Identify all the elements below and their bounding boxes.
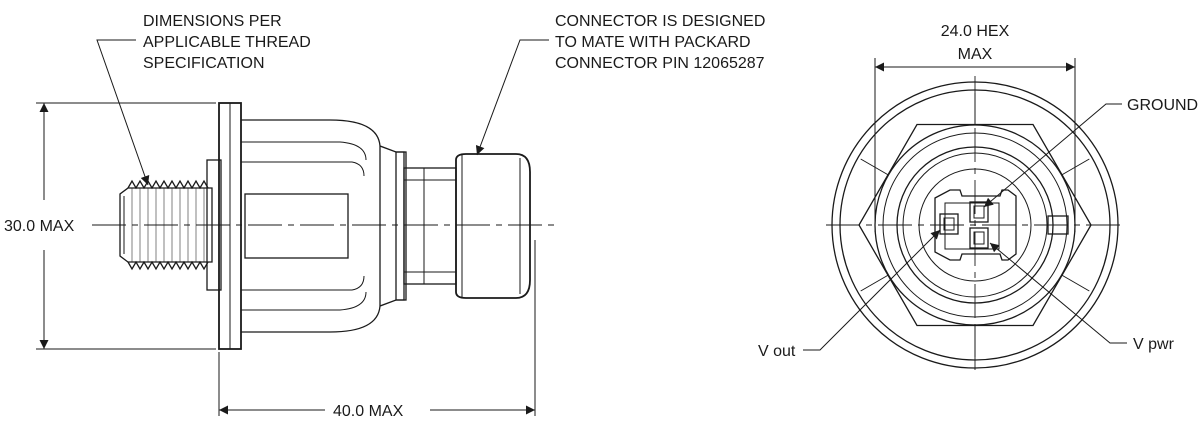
pin-vpwr [969, 227, 989, 249]
pin-ground [969, 201, 989, 223]
vpwr-label: V pwr [1133, 336, 1175, 353]
connector-leader [475, 39, 549, 156]
connector-note-line-2: TO MATE WITH PACKARD [555, 34, 751, 51]
thread-note-line-3: SPECIFICATION [143, 55, 265, 72]
connector-note-line-3: CONNECTOR PIN 12065287 [555, 55, 765, 72]
length-dimension: 40.0 MAX [333, 403, 404, 420]
vpwr-leader [989, 242, 1127, 344]
connector-note-line-1: CONNECTOR IS DESIGNED [555, 13, 765, 30]
side-view: DIMENSIONS PER APPLICABLE THREAD SPECIFI… [4, 13, 765, 420]
end-view: 24.0 HEX MAX [758, 23, 1198, 374]
vout-label: V out [758, 343, 796, 360]
thread-note-line-2: APPLICABLE THREAD [143, 34, 311, 51]
thread-note-line-1: DIMENSIONS PER [143, 13, 282, 30]
hex-dimension-line-1: 24.0 HEX [941, 23, 1010, 40]
ground-leader [983, 103, 1122, 208]
height-dimension: 30.0 MAX [4, 218, 75, 235]
socket-cavity [944, 202, 1000, 250]
pin-vout [939, 213, 959, 235]
vout-leader [803, 229, 941, 351]
thread-leader [96, 39, 150, 186]
hex-dimension-line-2: MAX [958, 46, 993, 63]
ground-label: GROUND [1127, 97, 1198, 114]
socket-shell [934, 189, 1017, 261]
sensor-body [206, 102, 531, 350]
